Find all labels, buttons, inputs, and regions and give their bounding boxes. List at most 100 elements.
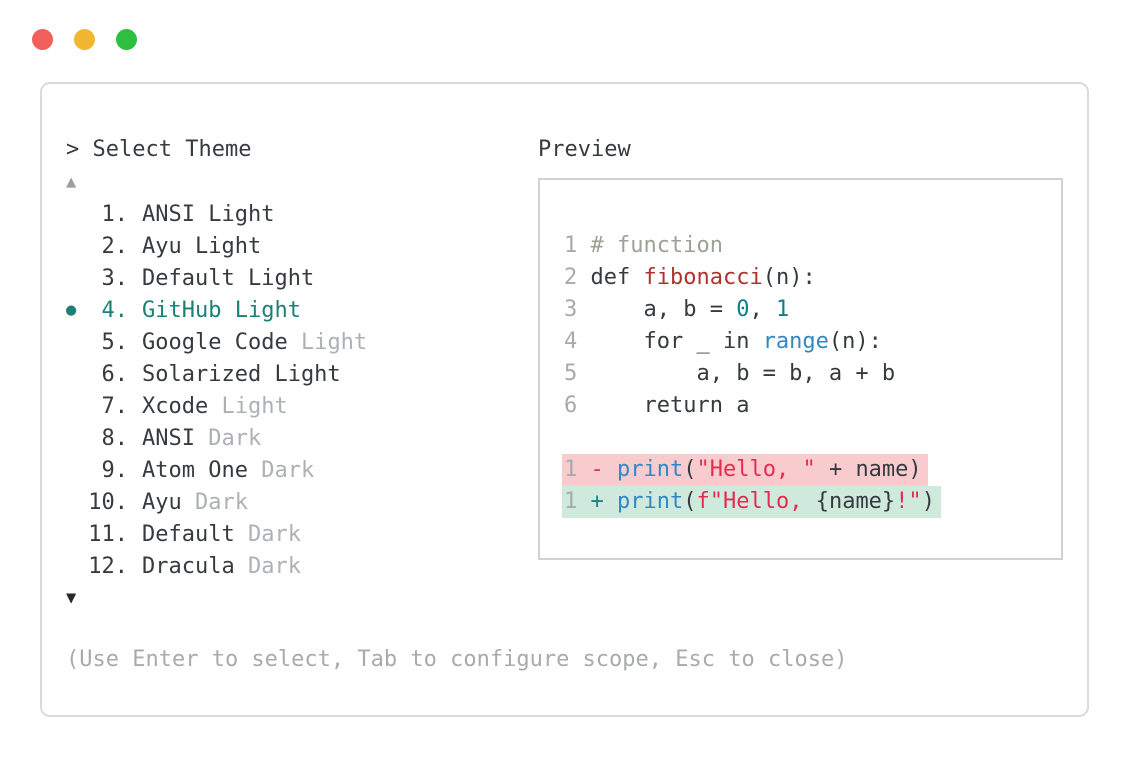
preview-label: Preview [538, 137, 631, 162]
diff-highlight: 1 + print(f"Hello, {name}!") [562, 486, 941, 518]
code-token: , [749, 297, 776, 322]
code-token: (n): [762, 265, 816, 290]
window-controls [32, 29, 137, 50]
theme-option[interactable]: 5. Google Code Light [66, 326, 538, 358]
line-number: 4 [564, 329, 591, 354]
theme-variant: Dark [234, 521, 301, 547]
code-diff-lines: 1 - print("Hello, " + name)1 + print(f"H… [562, 454, 1043, 518]
diff-highlight: 1 - print("Hello, " + name) [562, 454, 928, 486]
theme-option[interactable]: 10. Ayu Dark [66, 486, 538, 518]
line-number: 1 [564, 457, 578, 482]
code-token: 1 [775, 297, 790, 322]
prompt-caret: > [66, 137, 80, 162]
theme-variant: Light [208, 393, 288, 419]
code-token: return a [590, 393, 750, 418]
code-token: ) [921, 489, 935, 514]
scroll-down-icon[interactable]: ▼ [66, 588, 77, 608]
code-line: 3 a, b = 0, 1 [564, 294, 1043, 326]
diff-minus-sign: - [577, 457, 617, 482]
theme-number: 3. [101, 265, 129, 291]
code-token: a, b = b, a + b [590, 361, 896, 386]
line-number: 1 [564, 489, 578, 514]
theme-name: Xcode [142, 393, 209, 419]
code-token: ( [683, 489, 697, 514]
minimize-window-icon[interactable] [74, 29, 95, 50]
theme-number: 6. [101, 361, 129, 387]
theme-option[interactable]: 3. Default Light [66, 262, 538, 294]
theme-name: GitHub Light [142, 297, 301, 323]
theme-option[interactable]: 12. Dracula Dark [66, 550, 538, 582]
theme-variant: Dark [234, 553, 301, 579]
line-number: 6 [564, 393, 591, 418]
theme-name: Ayu [142, 489, 182, 515]
code-line: 4 for _ in range(n): [564, 326, 1043, 358]
theme-variant: Dark [181, 489, 248, 515]
code-token: a, b = [590, 297, 737, 322]
theme-number: 11. [88, 521, 128, 547]
theme-number: 10. [88, 489, 128, 515]
diff-plus-sign: + [577, 489, 617, 514]
code-token: for _ in [590, 329, 763, 354]
code-token: print [617, 457, 684, 482]
theme-option[interactable]: 6. Solarized Light [66, 358, 538, 390]
code-token: (n): [828, 329, 882, 354]
theme-name: ANSI Light [142, 201, 275, 227]
close-window-icon[interactable] [32, 29, 53, 50]
line-number: 2 [564, 265, 591, 290]
theme-variant: Light [287, 329, 368, 355]
theme-number: 7. [101, 393, 129, 419]
code-token: !" [895, 489, 922, 514]
theme-name: Ayu Light [142, 233, 262, 259]
code-blank-line [564, 422, 1043, 454]
code-line: 1 # function [564, 230, 1043, 262]
code-token: print [617, 489, 684, 514]
theme-variant: Dark [247, 457, 315, 483]
theme-option[interactable]: 7. Xcode Light [66, 390, 538, 422]
line-number: 3 [564, 297, 591, 322]
theme-name: Dracula [142, 553, 235, 579]
code-token: {name} [815, 489, 896, 514]
theme-name: Solarized Light [142, 361, 341, 387]
zoom-window-icon[interactable] [116, 29, 137, 50]
diff-line-removed: 1 - print("Hello, " + name) [562, 454, 1043, 486]
theme-number: 12. [88, 553, 128, 579]
code-token: range [762, 329, 829, 354]
code-token: 0 [736, 297, 750, 322]
theme-number: 5. [101, 329, 129, 355]
scroll-up-icon[interactable]: ▲ [66, 172, 77, 192]
footer-hint: (Use Enter to select, Tab to configure s… [66, 647, 848, 672]
code-line: 5 a, b = b, a + b [564, 358, 1043, 390]
theme-option[interactable]: 9. Atom One Dark [66, 454, 538, 486]
theme-name: Atom One [142, 457, 248, 483]
code-token: f"Hello, [696, 489, 816, 514]
theme-variant: Dark [194, 425, 262, 451]
theme-name: Default [142, 521, 235, 547]
code-token: ) [908, 457, 922, 482]
selected-bullet-icon: ● [66, 300, 77, 320]
code-line: 6 return a [564, 390, 1043, 422]
theme-option[interactable]: 11. Default Dark [66, 518, 538, 550]
theme-number: 9. [101, 457, 129, 483]
code-token: def [590, 265, 644, 290]
theme-option[interactable]: 2.Ayu Light [66, 230, 538, 262]
picker-title-line: > Select Theme [66, 134, 538, 166]
code-line: 2 def fibonacci(n): [564, 262, 1043, 294]
code-token: fibonacci [643, 265, 763, 290]
theme-name: Default Light [142, 265, 315, 291]
line-number: 5 [564, 361, 591, 386]
theme-name: Google Code [142, 329, 288, 355]
theme-option[interactable]: 8.ANSI Dark [66, 422, 538, 454]
code-token: # function [590, 233, 723, 258]
theme-number: 4. [101, 297, 129, 323]
code-token: + name [815, 457, 909, 482]
diff-line-added: 1 + print(f"Hello, {name}!") [562, 486, 1043, 518]
code-token: "Hello, " [696, 457, 816, 482]
theme-option[interactable]: 1.ANSI Light [66, 198, 538, 230]
theme-option[interactable]: ● 4. GitHub Light [66, 294, 538, 326]
